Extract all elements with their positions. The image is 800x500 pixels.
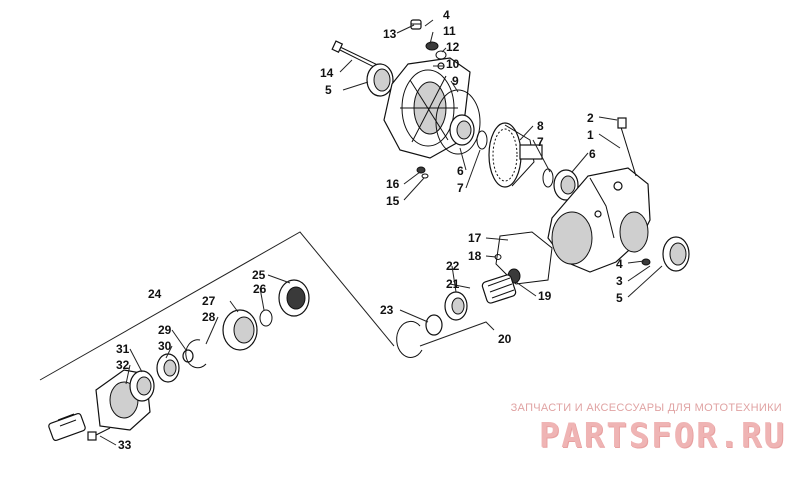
seal-5-top: [366, 63, 394, 97]
washer-7-left: [476, 130, 488, 150]
lower-assembly: [48, 279, 310, 442]
callout-10: 10: [446, 57, 460, 71]
screw-16: [416, 166, 426, 174]
callout-6-right: 6: [589, 147, 596, 161]
callout-32: 32: [116, 358, 130, 372]
input-shaft-assembly: [48, 412, 86, 442]
watermark-logo: PARTSFOR.RU: [538, 416, 786, 456]
callout-8: 8: [537, 119, 544, 133]
bracket-24: [39, 231, 395, 381]
bearing-22: [444, 291, 468, 321]
ring-26: [259, 309, 273, 327]
washer-15: [421, 173, 429, 179]
callout-7-left: 7: [457, 181, 464, 195]
callout-6-left: 6: [457, 164, 464, 178]
pinion-group: [396, 231, 553, 358]
washer-4-right: [641, 258, 651, 266]
snap-ring-23: [396, 320, 423, 358]
bearing-30: [156, 353, 180, 383]
bushing-29: [182, 349, 194, 363]
callout-14: 14: [320, 66, 334, 80]
callout-1: 1: [587, 128, 594, 142]
seal-5-right: [662, 236, 690, 272]
callout-4-right: 4: [616, 257, 623, 271]
callout-29: 29: [158, 323, 172, 337]
callout-13: 13: [383, 27, 397, 41]
callout-16: 16: [386, 177, 400, 191]
gear-25: [278, 279, 310, 317]
breather-2: [617, 117, 637, 177]
callout-11: 11: [443, 24, 456, 38]
callout-20: 20: [498, 332, 512, 346]
snap-ring-28: [185, 339, 207, 369]
callout-12: 12: [446, 40, 460, 54]
shim-9: [435, 89, 481, 155]
pinion-shaft-21: [481, 274, 517, 304]
callout-5-top: 5: [325, 83, 332, 97]
callout-15: 15: [386, 194, 400, 208]
callout-18: 18: [468, 249, 482, 263]
washer-7-right: [542, 168, 554, 188]
callout-30: 30: [158, 339, 172, 353]
gasket-17: [495, 231, 553, 285]
callout-27: 27: [202, 294, 216, 308]
callout-23: 23: [380, 303, 394, 317]
callout-2: 2: [587, 111, 594, 125]
bearing-6-left: [449, 114, 475, 146]
housing-1: [547, 117, 690, 273]
callout-labels: 13 4 11 12 10 9 14 5 8 7 6 2 1 6 7 16 15…: [116, 8, 623, 452]
watermark: ЗАПЧАСТИ И АКСЕССУАРЫ ДЛЯ МОТОТЕХНИКИ PA…: [470, 402, 800, 456]
callout-22: 22: [446, 259, 460, 273]
callout-3: 3: [616, 274, 623, 288]
callout-25: 25: [252, 268, 266, 282]
leader-lines: [99, 19, 663, 446]
clutch-27: [222, 309, 258, 351]
callout-31: 31: [116, 342, 130, 356]
nut-13: [410, 19, 422, 30]
callout-26: 26: [253, 282, 267, 296]
bracket-20: [419, 321, 495, 347]
bolt-33: [87, 427, 111, 441]
watermark-caption: ЗАПЧАСТИ И АКСЕССУАРЫ ДЛЯ МОТОТЕХНИКИ: [510, 402, 782, 414]
callout-17: 17: [468, 231, 482, 245]
oring-12: [435, 50, 447, 60]
callout-7-right: 7: [537, 135, 544, 149]
spacer-21b: [425, 314, 443, 336]
seal-31: [129, 370, 155, 402]
callout-9: 9: [452, 74, 459, 88]
callout-4-top: 4: [443, 8, 450, 22]
callout-24: 24: [148, 287, 162, 301]
callout-21: 21: [446, 277, 460, 291]
upper-assembly: [331, 19, 579, 201]
bearing-6-right: [553, 169, 579, 201]
callout-33: 33: [118, 438, 132, 452]
callout-28: 28: [202, 310, 216, 324]
ring-gear-8: [488, 122, 543, 188]
washer-11: [425, 41, 439, 51]
callout-5-right: 5: [616, 291, 623, 305]
callout-19: 19: [538, 289, 552, 303]
